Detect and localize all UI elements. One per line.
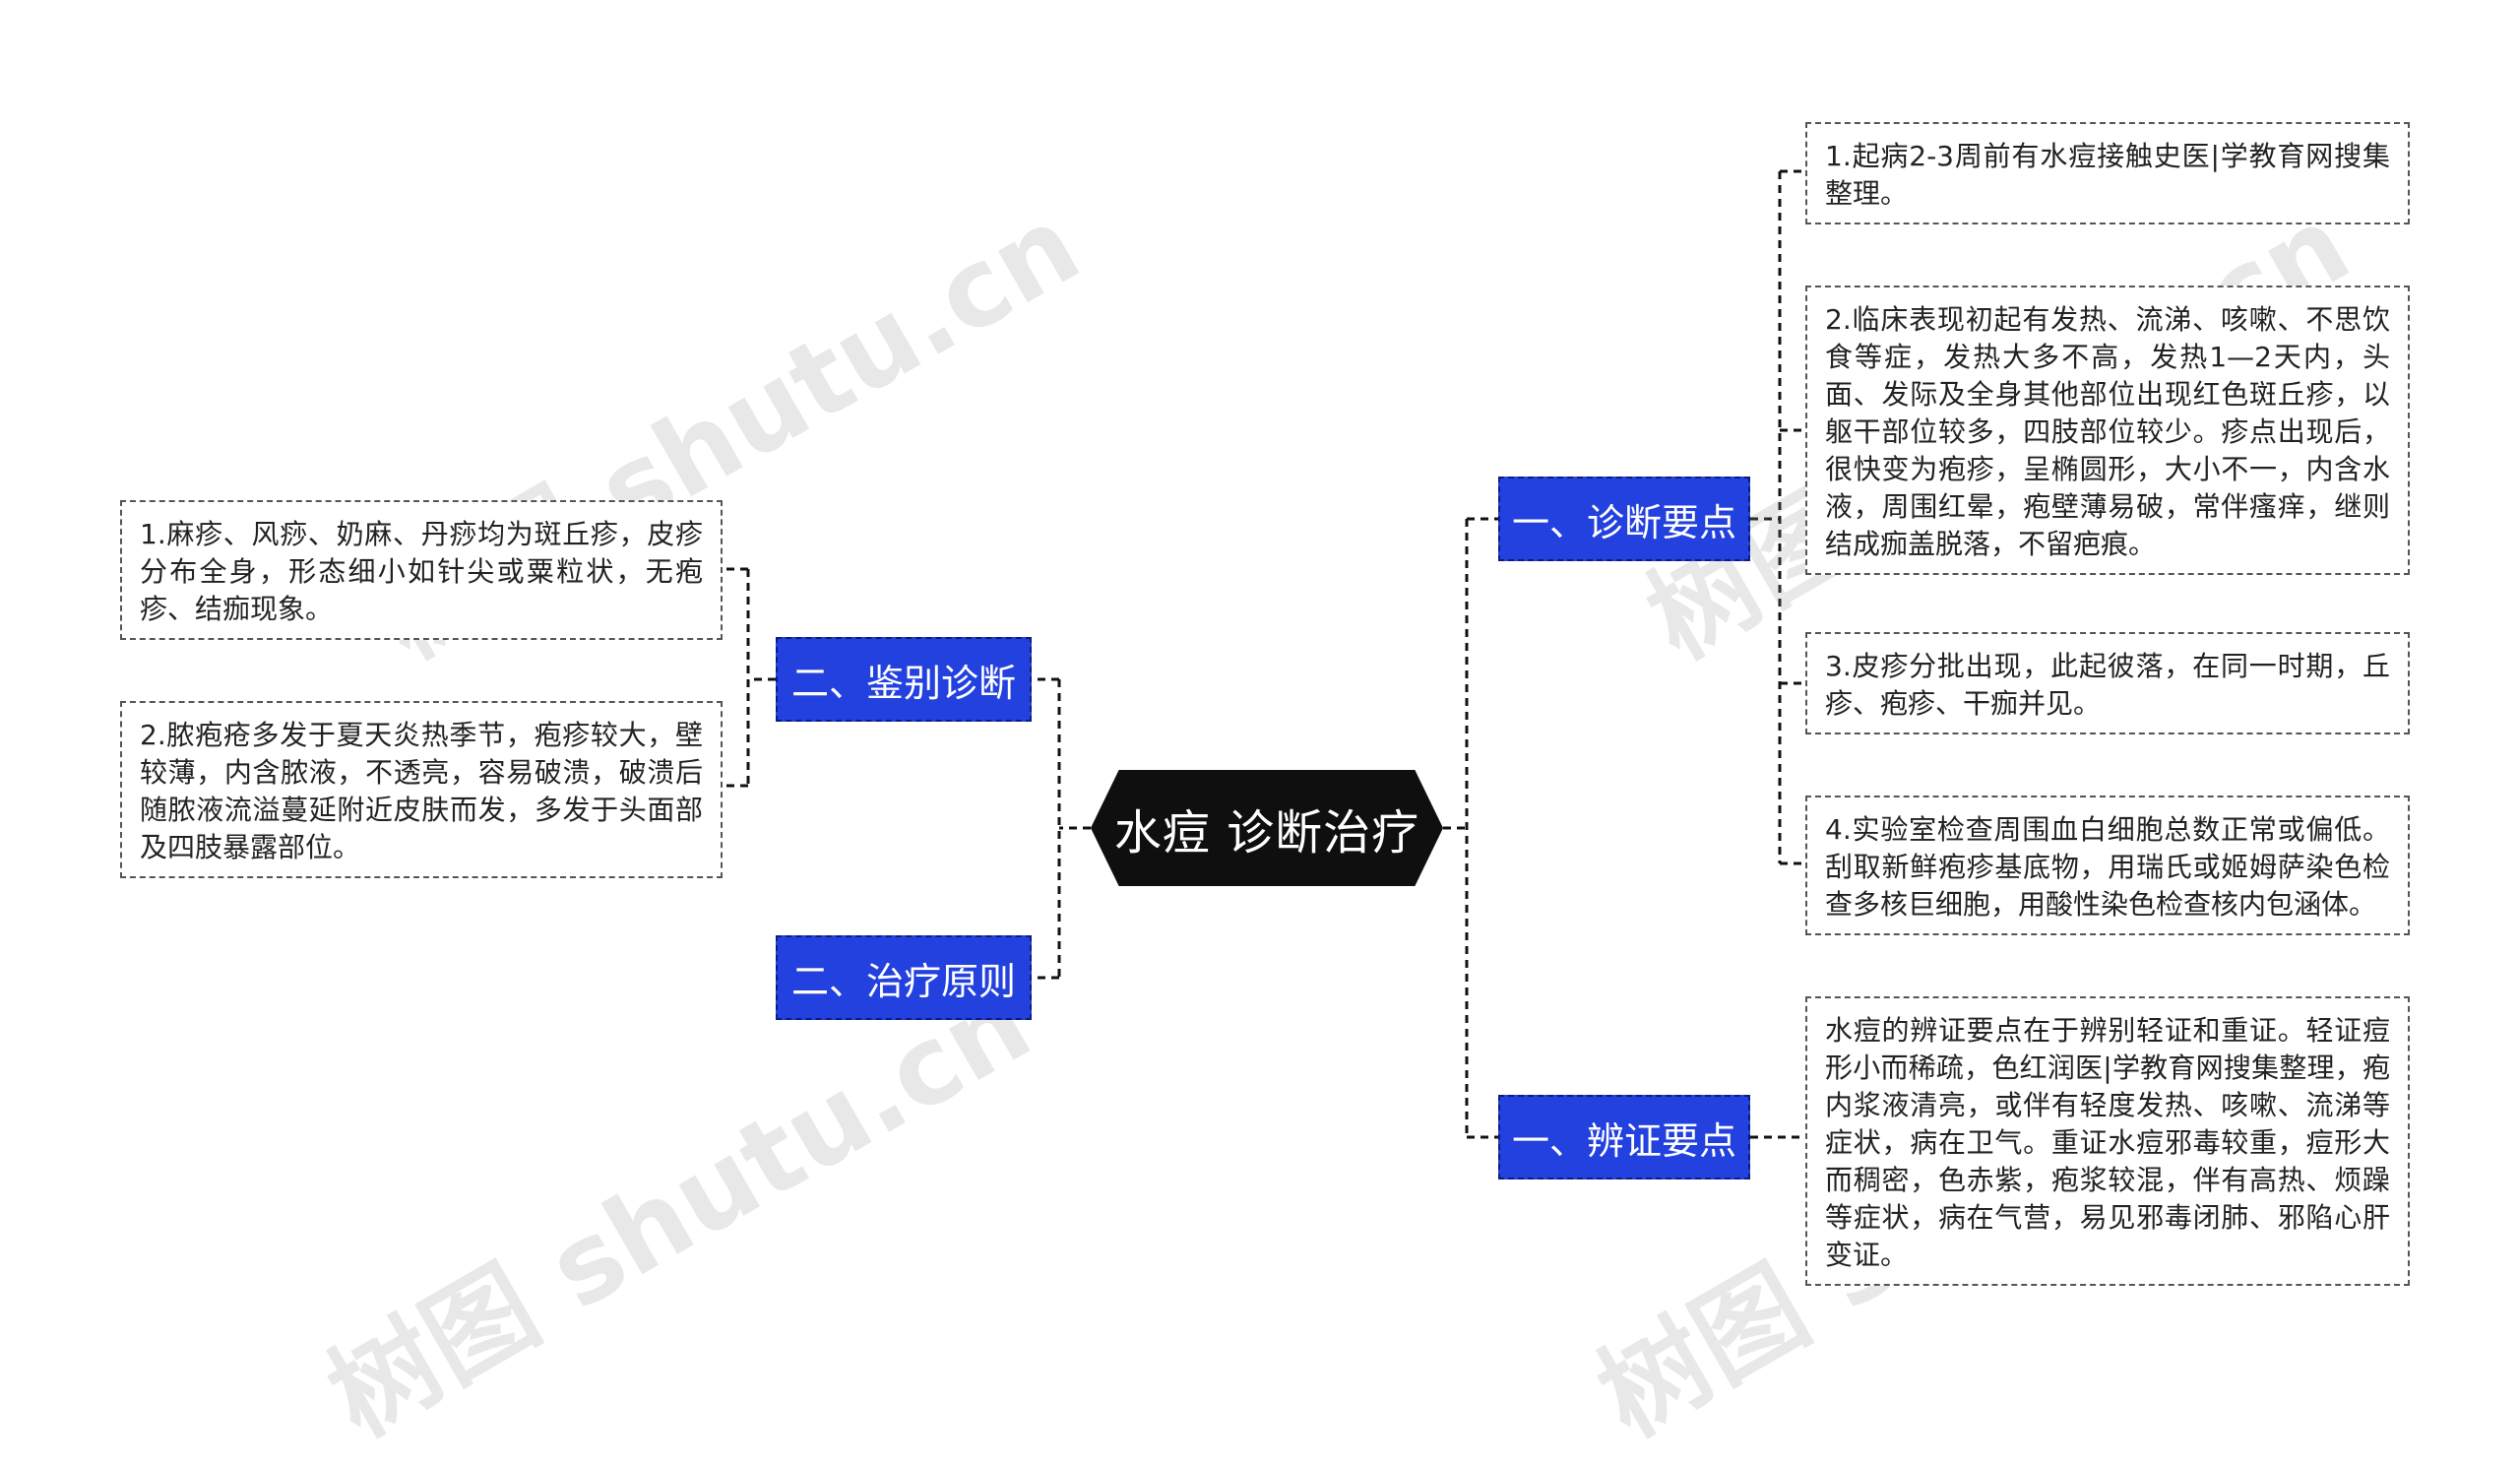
leaf-syndrome[interactable]: 水痘的辨证要点在于辨别轻证和重证。轻证痘形小而稀疏，色红润医|学教育网搜集整理，… xyxy=(1805,996,2410,1286)
connector-lines xyxy=(723,169,1805,1139)
branch-diagnosis-points[interactable]: 一、诊断要点 xyxy=(1498,477,1750,561)
leaf-differential-1[interactable]: 1.麻疹、风痧、奶麻、丹痧均为斑丘疹，皮疹分布全身，形态细小如针尖或粟粒状，无疱… xyxy=(120,500,723,640)
leaf-diagnosis-3[interactable]: 3.皮疹分批出现，此起彼落，在同一时期，丘疹、疱疹、干痂并见。 xyxy=(1805,632,2410,734)
leaf-diagnosis-4[interactable]: 4.实验室检查周围血白细胞总数正常或偏低。刮取新鲜疱疹基底物，用瑞氏或姬姆萨染色… xyxy=(1805,796,2410,935)
branch-differential-diagnosis[interactable]: 二、鉴别诊断 xyxy=(776,637,1032,722)
root-topic-label: 水痘 诊断治疗 xyxy=(1113,805,1420,860)
branch-label: 二、治疗原则 xyxy=(790,959,1016,1003)
branch-label: 一、辨证要点 xyxy=(1511,1118,1736,1163)
branch-label: 一、诊断要点 xyxy=(1511,500,1736,544)
branch-label: 二、鉴别诊断 xyxy=(790,661,1016,705)
branch-syndrome-points[interactable]: 一、辨证要点 xyxy=(1498,1095,1750,1179)
leaf-differential-2[interactable]: 2.脓疱疮多发于夏天炎热季节，疱疹较大，壁较薄，内含脓液，不透亮，容易破溃，破溃… xyxy=(120,701,723,878)
branch-treatment-principles[interactable]: 二、治疗原则 xyxy=(776,935,1032,1020)
leaf-diagnosis-2[interactable]: 2.临床表现初起有发热、流涕、咳嗽、不思饮食等症，发热大多不高，发热1—2天内，… xyxy=(1805,286,2410,575)
leaf-diagnosis-1[interactable]: 1.起病2-3周前有水痘接触史医|学教育网搜集整理。 xyxy=(1805,122,2410,224)
root-topic[interactable]: 水痘 诊断治疗 xyxy=(1091,770,1443,886)
mindmap-canvas: 树图 shutu.cn 树图 shutu.cn 树图 shutu.cn 树图 s… xyxy=(120,122,2410,1460)
